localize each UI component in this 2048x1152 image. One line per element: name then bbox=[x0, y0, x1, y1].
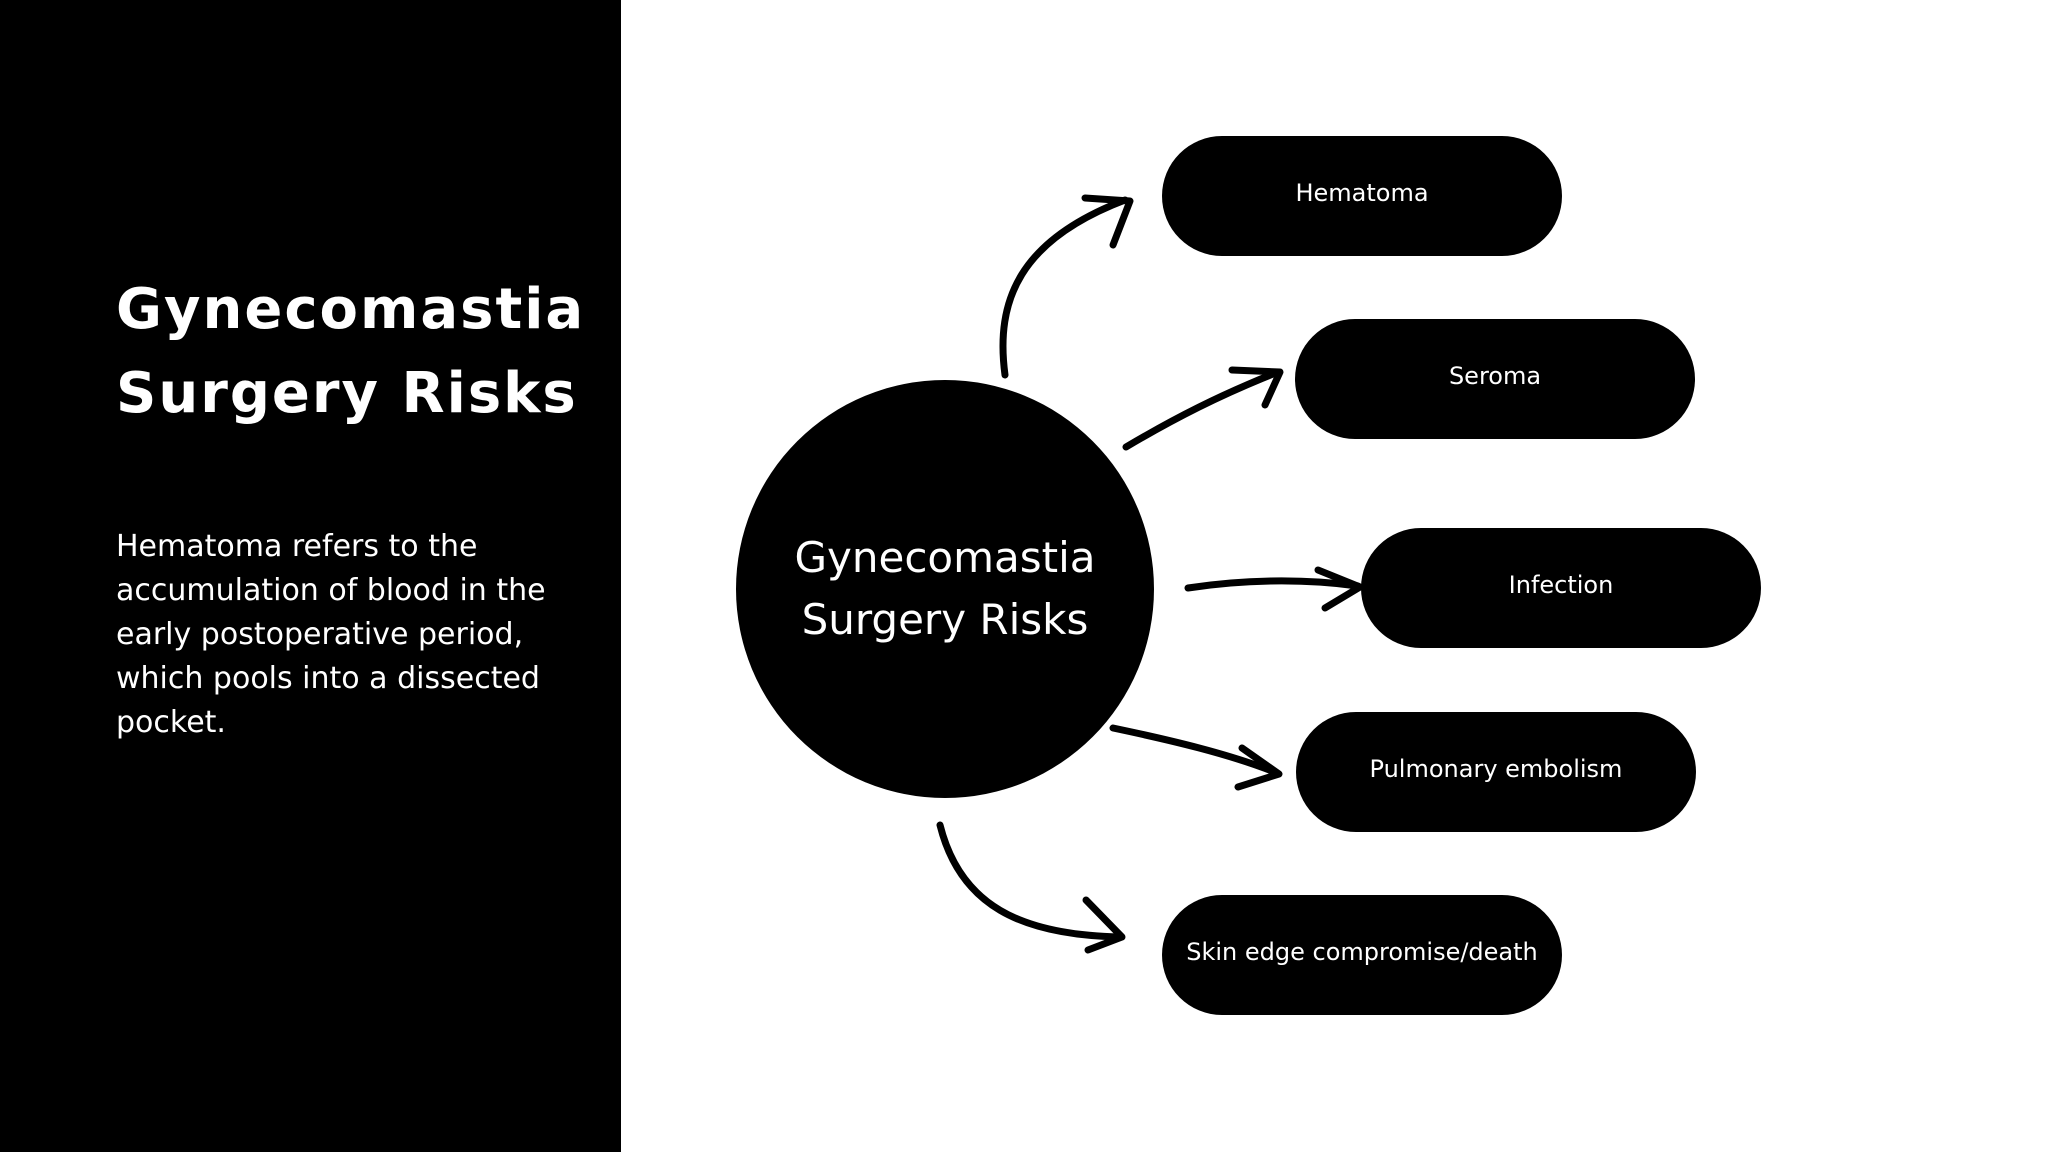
risk-node-infection: Infection bbox=[1361, 528, 1761, 648]
risk-node-skin-edge: Skin edge compromise/death bbox=[1162, 895, 1562, 1015]
center-node: Gynecomastia Surgery Risks bbox=[736, 380, 1154, 798]
arrow-infection bbox=[1184, 577, 1362, 592]
description-text: Hematoma refers to the accumulation of b… bbox=[116, 529, 546, 740]
arrow-hematoma bbox=[999, 196, 1129, 379]
risk-label: Pulmonary embolism bbox=[1369, 755, 1623, 783]
risk-label: Skin edge compromise/death bbox=[1186, 938, 1538, 966]
left-panel: Gynecomastia Surgery Risks Hematoma refe… bbox=[0, 0, 621, 1152]
arrow-skin-edge bbox=[936, 821, 1124, 941]
arrowhead-infection bbox=[1314, 566, 1364, 612]
arrow-pulmonary-embolism bbox=[1109, 724, 1281, 777]
center-node-label: Gynecomastia Surgery Risks bbox=[794, 533, 1096, 644]
risk-node-pulmonary-embolism: Pulmonary embolism bbox=[1296, 712, 1696, 832]
arrow-seroma bbox=[1122, 368, 1282, 451]
risk-label: Infection bbox=[1508, 571, 1614, 599]
risk-node-seroma: Seroma bbox=[1295, 319, 1695, 439]
risk-node-hematoma: Hematoma bbox=[1162, 136, 1562, 256]
arrowhead-pulmonary-embolism bbox=[1234, 744, 1283, 791]
risk-label: Hematoma bbox=[1295, 179, 1429, 207]
page-title: Gynecomastia Surgery Risks bbox=[116, 277, 586, 426]
risk-label: Seroma bbox=[1448, 362, 1542, 390]
arrowhead-hematoma bbox=[1081, 194, 1134, 249]
arrowhead-seroma bbox=[1228, 366, 1284, 409]
arrowhead-skin-edge bbox=[1082, 896, 1126, 954]
